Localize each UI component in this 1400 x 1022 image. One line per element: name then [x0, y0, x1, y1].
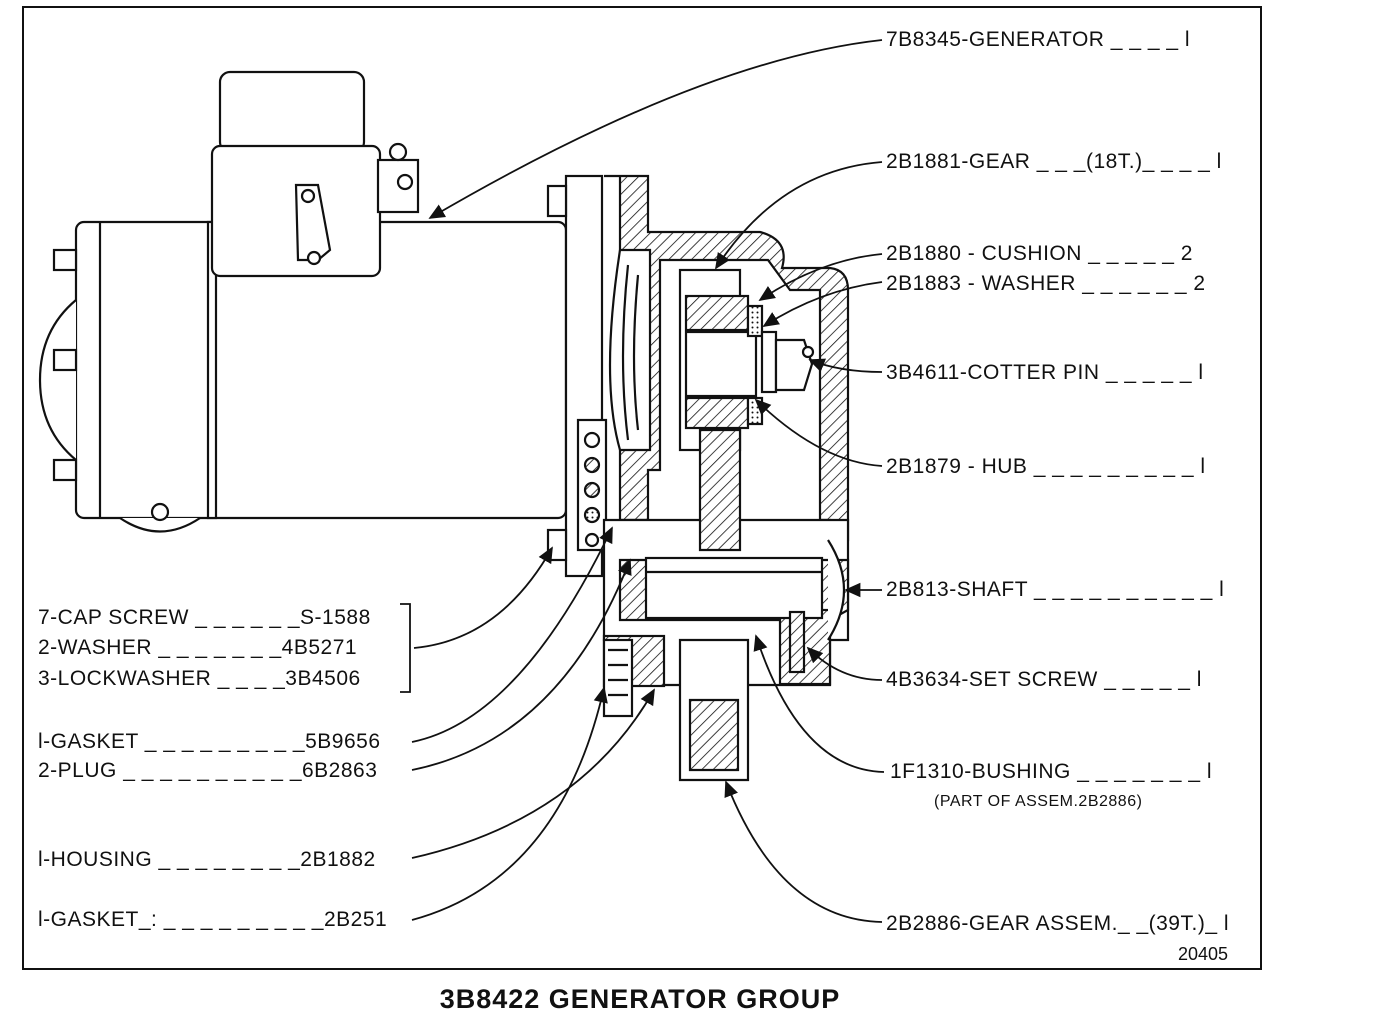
callout-plug: 2-PLUG _ _ _ _ _ _ _ _ _ _6B2863	[38, 759, 378, 782]
page-title: 3B8422 GENERATOR GROUP	[439, 984, 841, 1014]
generator-body	[38, 70, 608, 578]
callout-cotter-pin: 3B4611-COTTER PIN _ _ _ _ _ l	[886, 361, 1204, 384]
callout-housing: l-HOUSING _ _ _ _ _ _ _ _2B1882	[38, 848, 376, 871]
callout-gasket-1: l-GASKET _ _ _ _ _ _ _ _ _5B9656	[38, 730, 381, 753]
callout-washer: 2B1883 - WASHER _ _ _ _ _ _ 2	[886, 272, 1206, 295]
callout-hub: 2B1879 - HUB _ _ _ _ _ _ _ _ _ l	[886, 455, 1206, 478]
figure-number: 20405	[1178, 944, 1229, 964]
callout-gear-assembly: 2B2886-GEAR ASSEM._ _(39T.)_ l	[886, 912, 1229, 935]
callout-generator: 7B8345-GENERATOR _ _ _ _ l	[886, 28, 1191, 51]
callout-gasket-2: l-GASKET_: _ _ _ _ _ _ _ _ _2B251	[38, 908, 388, 931]
callout-set-screw: 4B3634-SET SCREW _ _ _ _ _ l	[886, 668, 1202, 691]
callout-bushing-note: (PART OF ASSEM.2B2886)	[934, 793, 1143, 810]
callout-shaft: 2B813-SHAFT _ _ _ _ _ _ _ _ _ _ l	[886, 578, 1225, 601]
housing-section	[602, 174, 850, 782]
leader-lines	[400, 39, 885, 923]
callout-bushing: 1F1310-BUSHING _ _ _ _ _ _ _ l	[890, 760, 1212, 783]
callout-cap-screw: 7-CAP SCREW _ _ _ _ _ _S-1588	[38, 606, 371, 629]
callout-lockwasher: 3-LOCKWASHER _ _ _ _3B4506	[38, 667, 361, 690]
callout-washer-left: 2-WASHER _ _ _ _ _ _ _4B5271	[38, 636, 358, 659]
callout-cushion: 2B1880 - CUSHION _ _ _ _ _ 2	[886, 242, 1193, 265]
callout-gear: 2B1881-GEAR _ _ _(18T.)_ _ _ _ l	[886, 150, 1222, 173]
